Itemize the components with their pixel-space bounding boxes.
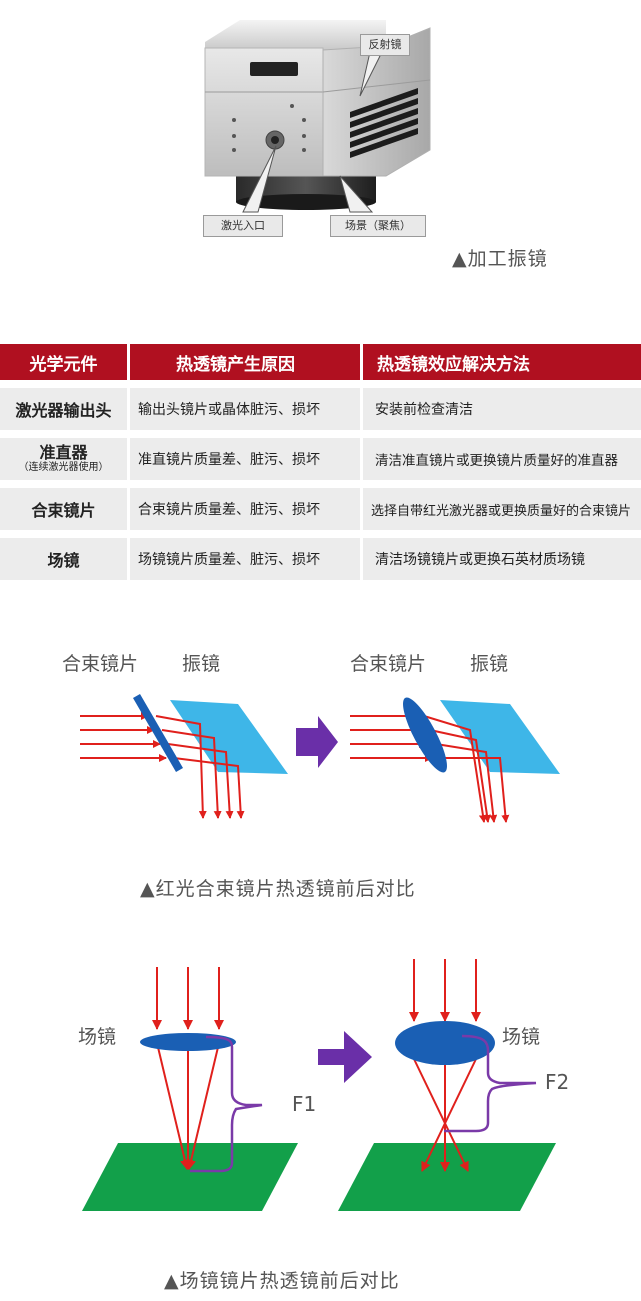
header-component: 光学元件 [0,344,127,380]
device-caption: ▲加工振镜 [452,248,548,270]
field-lens-diagram: 场镜 F1 场镜 F2 ▲场镜镜片热透镜前后对比 [78,959,569,1292]
connector-slot [250,62,298,76]
cell-cause: 合束镜片质量差、脏污、损坏 [130,488,360,530]
field-lens-normal [140,1033,236,1051]
work-plane [338,1143,556,1211]
table-row: 场镜 场镜镜片质量差、脏污、损坏 清洁场镜镜片或更换石英材质场镜 [0,538,641,580]
combiner-plate-deformed [403,697,447,773]
table-row: 合束镜片 合束镜片质量差、脏污、损坏 选择自带红光激光器或更换质量好的合束镜片 [0,488,641,530]
left-galvo-label: 振镜 [182,653,220,675]
compare-arrow [318,1031,372,1083]
cell-cause: 准直镜片质量差、脏污、损坏 [130,438,360,480]
field-lens-callout: 场景（聚焦） [330,215,426,237]
f1-label: F1 [292,1092,316,1116]
galvo-mirror [170,700,288,774]
table-header-row: 光学元件 热透镜产生原因 热透镜效应解决方法 [0,344,641,380]
housing-front [204,47,324,177]
galvo-head-section: 反射镜 激光入口 场景（聚焦） ▲加工振镜 [0,0,641,290]
cell-component: 场镜 [0,538,127,580]
field-lens-deformed [395,1021,495,1065]
vent-grille [350,88,418,158]
work-plane [82,1143,298,1211]
cell-solution: 清洁准直镜片或更换镜片质量好的准直器 [363,438,641,480]
cell-solution: 安装前检查清洁 [363,388,641,430]
component-note: （连续激光器使用） [18,462,109,473]
combiner-caption: ▲红光合束镜片热透镜前后对比 [140,878,416,900]
galvo-mirror [440,700,560,774]
right-galvo-label: 振镜 [470,653,508,675]
right-combiner-label: 合束镜片 [350,653,426,675]
left-field-lens-label: 场镜 [78,1026,116,1048]
field-lens-caption: ▲场镜镜片热透镜前后对比 [164,1270,400,1292]
cell-component: 准直器 （连续激光器使用） [0,438,127,480]
laser-entry-callout: 激光入口 [203,215,283,237]
combiner-lens-diagram: 合束镜片 振镜 合束镜片 振镜 ▲红光合束镜片热透镜前后对比 [62,653,560,900]
cell-cause: 场镜镜片质量差、脏污、损坏 [130,538,360,580]
table-row: 激光器输出头 输出头镜片或晶体脏污、损坏 安装前检查清洁 [0,388,641,430]
cell-solution: 清洁场镜镜片或更换石英材质场镜 [363,538,641,580]
component-name: 激光器输出头 [15,401,112,420]
component-name: 合束镜片 [31,501,96,520]
table-row: 准直器 （连续激光器使用） 准直镜片质量差、脏污、损坏 清洁准直镜片或更换镜片质… [0,438,641,480]
housing-top [205,20,386,50]
left-combiner-label: 合束镜片 [62,653,138,675]
header-solution: 热透镜效应解决方法 [363,344,641,380]
cell-component: 合束镜片 [0,488,127,530]
combiner-plate-flat [133,694,183,772]
right-field-lens-label: 场镜 [502,1026,540,1048]
component-name: 准直器 [39,443,88,462]
focal-bracket-f2 [444,1034,537,1133]
compare-arrow [296,716,338,768]
cell-component: 激光器输出头 [0,388,127,430]
cell-solution: 选择自带红光激光器或更换质量好的合束镜片 [363,488,641,530]
mirror-callout: 反射镜 [360,34,410,56]
f2-label: F2 [545,1070,569,1094]
galvo-head-illustration [204,20,431,213]
focal-bracket-f1 [190,1035,263,1173]
component-name: 场镜 [47,551,80,570]
cell-cause: 输出头镜片或晶体脏污、损坏 [130,388,360,430]
header-cause: 热透镜产生原因 [130,344,360,380]
